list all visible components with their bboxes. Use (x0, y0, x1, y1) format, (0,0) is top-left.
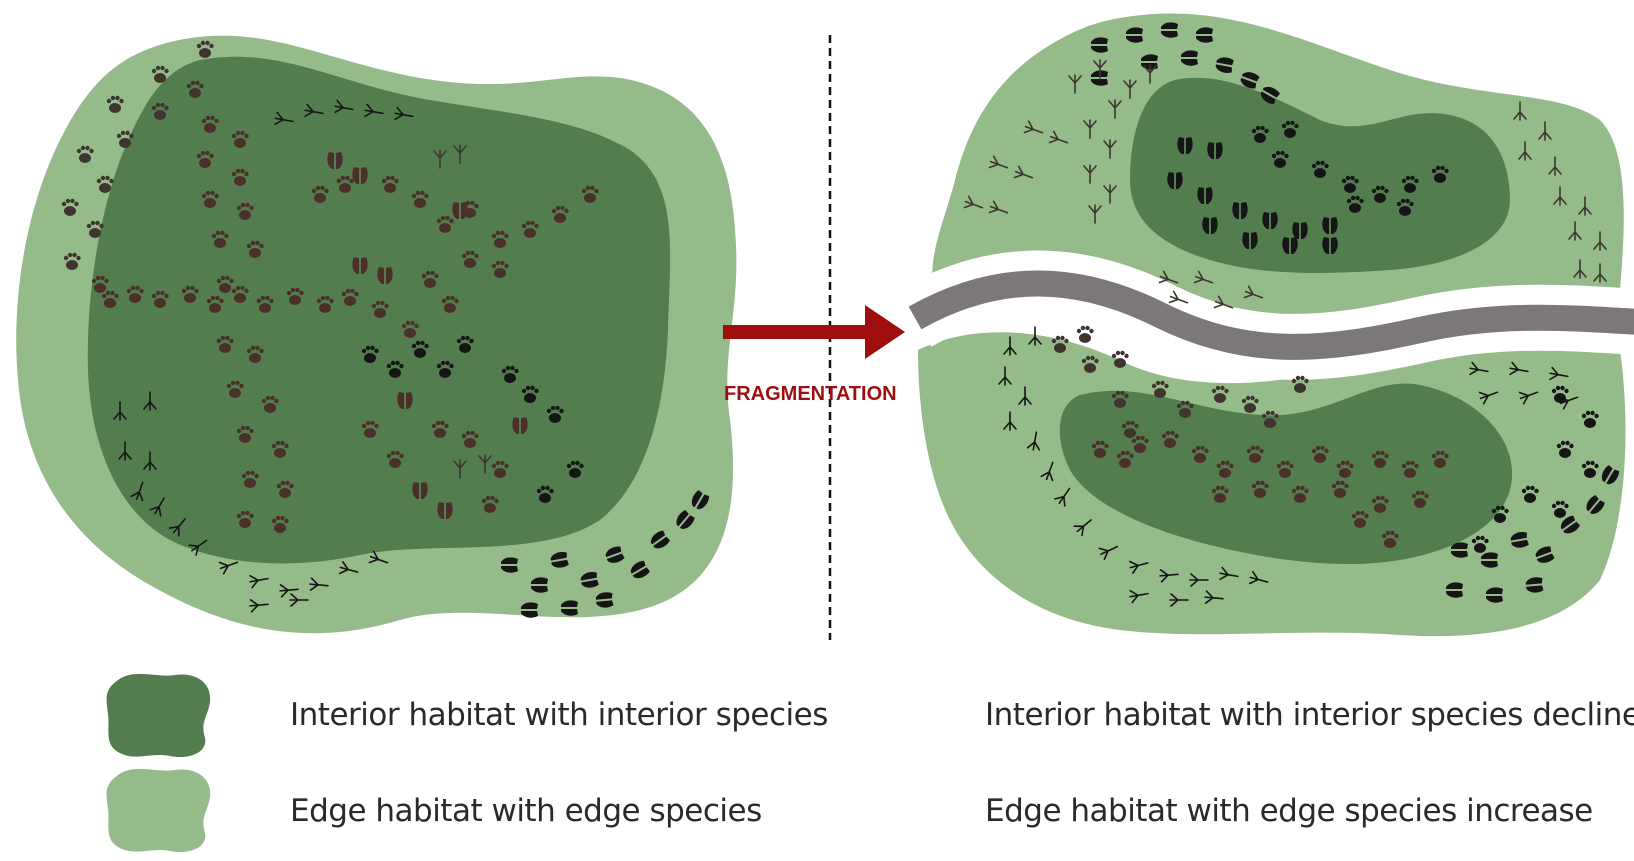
fragmentation-label: FRAGMENTATION (724, 383, 897, 406)
legend-left-edge-label: Edge habitat with edge species (290, 793, 762, 829)
legend-swatch-interior (107, 674, 211, 757)
arrow-right-icon (723, 305, 905, 359)
legend-left-interior-label: Interior habitat with interior species (290, 697, 828, 733)
legend-swatch-edge (107, 769, 211, 852)
left-landscape (16, 36, 736, 634)
legend-right-interior-label: Interior habitat with interior species d… (985, 697, 1634, 733)
legend-right-edge-label: Edge habitat with edge species increase (985, 793, 1593, 829)
right-landscape (915, 14, 1634, 637)
